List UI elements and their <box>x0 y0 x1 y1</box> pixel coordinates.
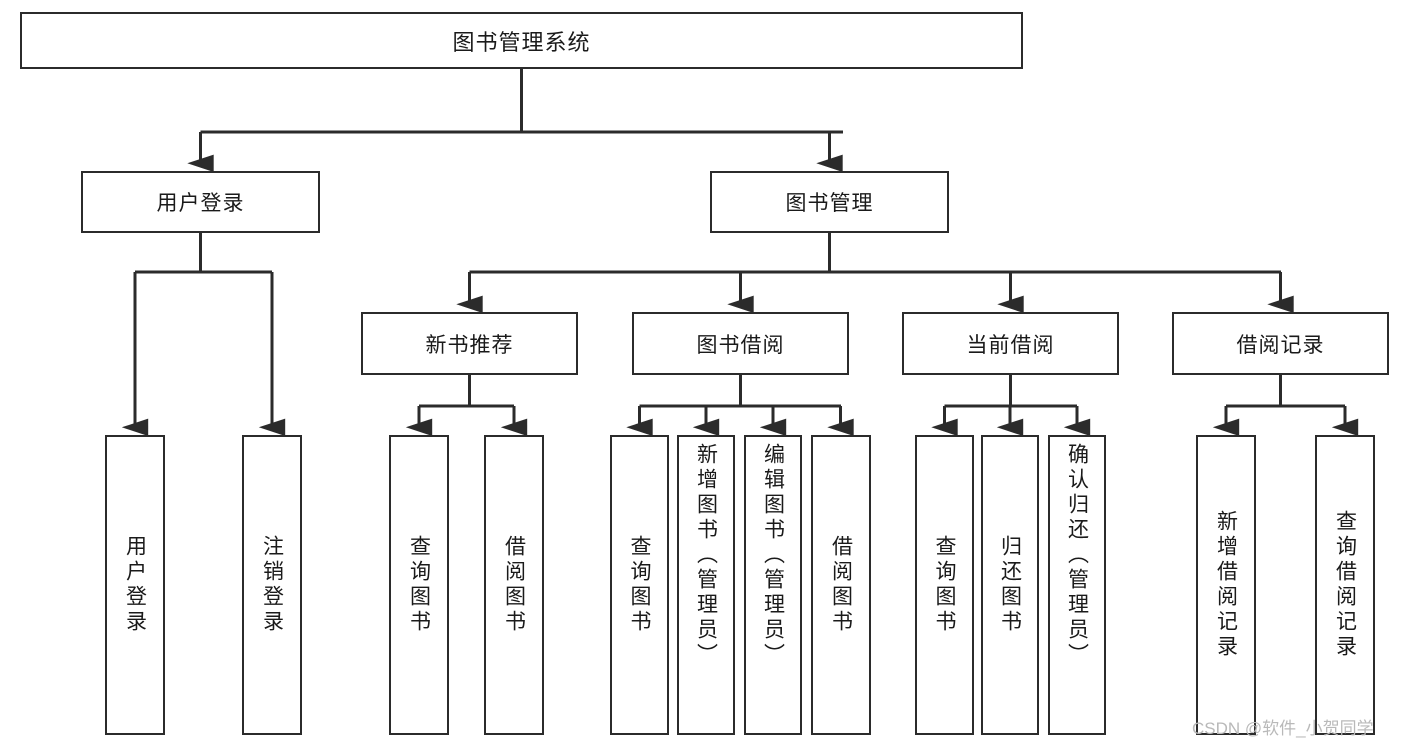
leaf-node[interactable]: 借阅图书 <box>811 435 871 735</box>
leaf-node[interactable]: 用户登录 <box>105 435 165 735</box>
leaf-label: 新增图书（管理员） <box>694 443 718 668</box>
leaf-label: 借阅图书 <box>502 535 526 635</box>
leaf-label: 查询图书 <box>933 535 956 635</box>
leaf-node[interactable]: 查询图书 <box>610 435 669 735</box>
leaf-node[interactable]: 新增图书（管理员） <box>677 435 735 735</box>
leaf-node[interactable]: 归还图书 <box>981 435 1039 735</box>
leaf-node[interactable]: 查询借阅记录 <box>1315 435 1375 735</box>
leaf-label: 注销登录 <box>260 535 284 635</box>
node-book-borrow[interactable]: 图书借阅 <box>632 312 849 375</box>
leaf-label: 用户登录 <box>123 535 147 635</box>
leaf-label: 借阅图书 <box>829 535 853 635</box>
leaf-node[interactable]: 借阅图书 <box>484 435 544 735</box>
leaf-label: 新增借阅记录 <box>1214 510 1238 660</box>
node-new-book-recommend[interactable]: 新书推荐 <box>361 312 578 375</box>
leaf-node[interactable]: 查询图书 <box>389 435 449 735</box>
node-borrow-record[interactable]: 借阅记录 <box>1172 312 1389 375</box>
leaf-label: 查询借阅记录 <box>1333 510 1357 660</box>
leaf-node[interactable]: 编辑图书（管理员） <box>744 435 802 735</box>
csdn-watermark: CSDN @软件_小贺同学 <box>1192 719 1374 738</box>
node-book-management[interactable]: 图书管理 <box>710 171 949 233</box>
leaf-node[interactable]: 新增借阅记录 <box>1196 435 1256 735</box>
node-current-borrow[interactable]: 当前借阅 <box>902 312 1119 375</box>
leaf-node[interactable]: 确认归还（管理员） <box>1048 435 1106 735</box>
node-user-login[interactable]: 用户登录 <box>81 171 320 233</box>
leaf-node[interactable]: 查询图书 <box>915 435 974 735</box>
leaf-node[interactable]: 注销登录 <box>242 435 302 735</box>
leaf-label: 查询图书 <box>407 535 431 635</box>
node-root[interactable]: 图书管理系统 <box>20 12 1023 69</box>
leaf-label: 编辑图书（管理员） <box>761 443 785 668</box>
leaf-label: 确认归还（管理员） <box>1065 443 1089 668</box>
leaf-label: 归还图书 <box>998 535 1022 635</box>
leaf-label: 查询图书 <box>628 535 651 635</box>
